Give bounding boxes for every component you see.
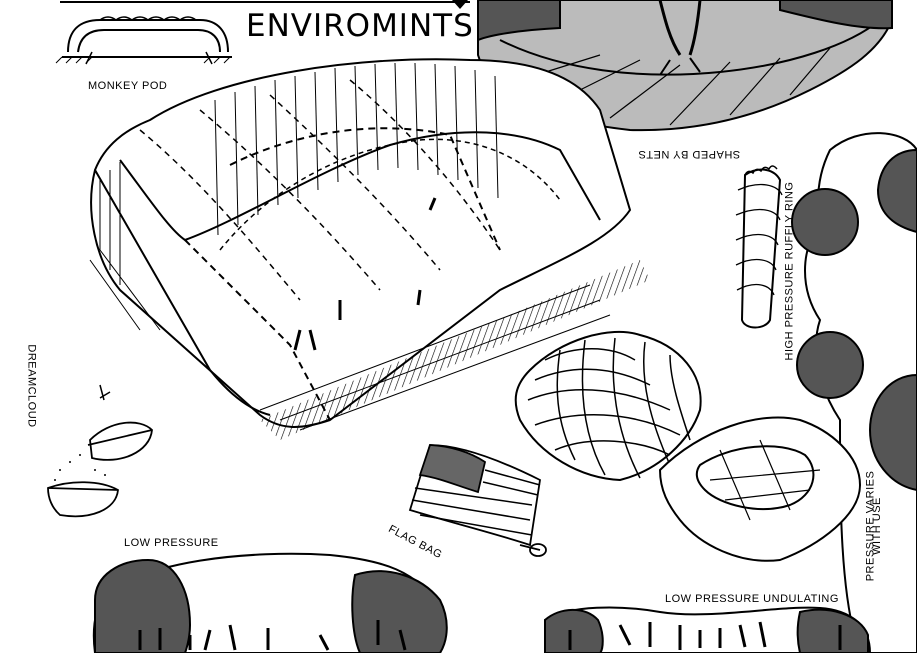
main-pillow-drawing <box>89 58 632 431</box>
label-low-pressure: LOW PRESSURE <box>124 537 219 549</box>
label-monkey-pod: MONKEY POD <box>88 80 168 92</box>
square-cushion-drawing <box>658 416 862 562</box>
ruffly-ring-drawing <box>735 165 783 329</box>
low-pressure-drawing <box>92 552 448 653</box>
right-figures-drawing <box>791 132 917 653</box>
dreamcloud-drawing <box>47 384 153 518</box>
label-shaped-by-nets: SHAPED BY NETS <box>638 148 741 160</box>
label-high-pressure-ruffly-ring: HIGH PRESSURE RUFFLY RING <box>783 181 796 361</box>
label-low-pressure-undulating: LOW PRESSURE UNDULATING <box>665 593 839 605</box>
label-pressure-varies-line2: WITH USE <box>870 497 883 555</box>
quilted-pillow-drawing <box>514 331 702 482</box>
low-pressure-undulating-drawing <box>544 606 872 653</box>
page-title: ENVIROMINTS <box>246 8 474 44</box>
flag-bag-drawing <box>408 444 547 557</box>
monkey-pod-drawing <box>55 16 232 65</box>
label-dreamcloud: DREAMCLOUD <box>25 344 38 428</box>
ground-hatching <box>260 260 650 440</box>
